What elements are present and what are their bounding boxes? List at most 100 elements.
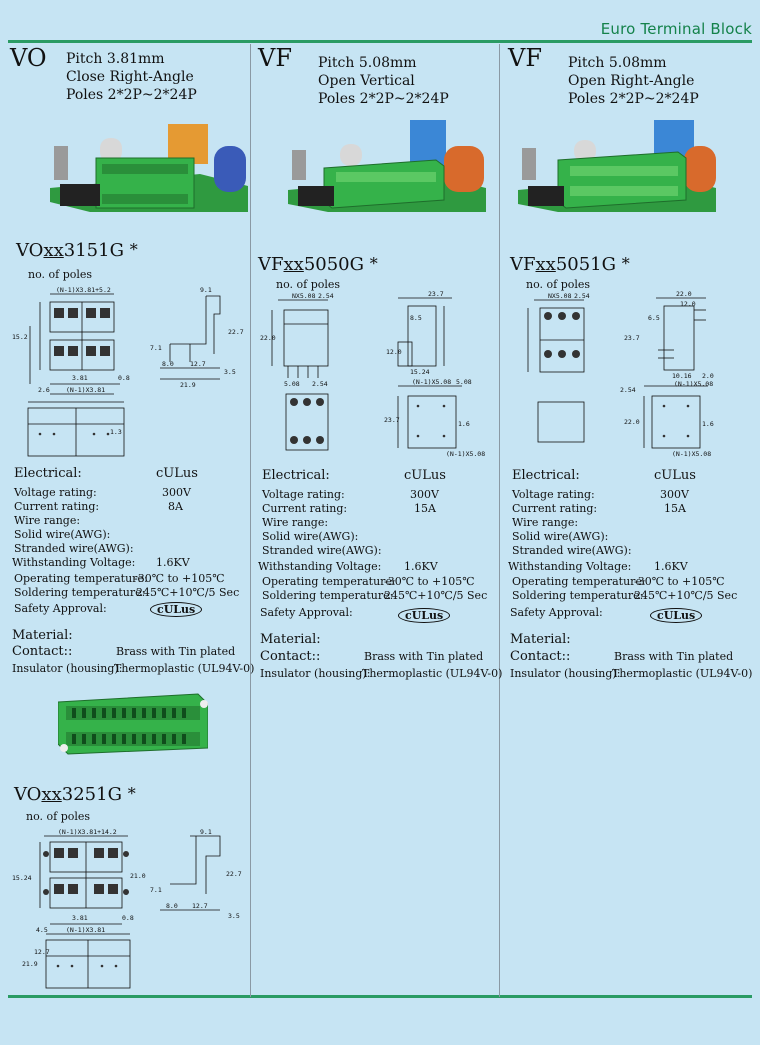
bottom-rule xyxy=(8,995,752,998)
operating-temp-label: Operating temperature: xyxy=(14,572,148,585)
series-code: VO xyxy=(10,44,47,72)
dim-b1: 3.81 xyxy=(72,374,88,382)
dim-b6: (N-1)X5.08 xyxy=(446,450,485,458)
dim-b5: 12.7 xyxy=(190,360,206,368)
current-value: 15A xyxy=(664,502,686,515)
series-code: VF xyxy=(258,44,292,72)
dimension-drawing: (N-1)X3.81+5.2 9.1 15.2 22.7 3.81 2.6 (N… xyxy=(12,286,244,457)
dim-b1: 10.16 xyxy=(672,372,692,380)
dim-h2: 12.0 xyxy=(386,348,402,356)
dim-h1: 15.2 xyxy=(12,333,28,341)
contact-value: Brass with Tin plated xyxy=(614,650,734,663)
soldering-temp-value: 245℃+10℃/5 Sec xyxy=(384,589,488,602)
dim-b2: 2.54 xyxy=(312,380,328,388)
stranded-wire-label: Stranded wire(AWG): xyxy=(262,544,382,557)
electrical-title: Electrical: xyxy=(14,466,82,481)
soldering-temp-label: Soldering temperature: xyxy=(14,586,146,599)
dim-b4: 2.54 xyxy=(620,386,636,394)
insulator-label: Insulator (housing): xyxy=(12,662,123,675)
stranded-wire-label: Stranded wire(AWG): xyxy=(512,544,632,557)
voltage-value: 300V xyxy=(162,486,191,499)
model-number-2: VOxx3251G * xyxy=(14,784,136,805)
column-divider-2 xyxy=(499,44,500,997)
soldering-temp-value: 245℃+10℃/5 Sec xyxy=(136,586,240,599)
dim-top: NX5.08 xyxy=(548,292,572,300)
dim-b2: 2.6 xyxy=(38,386,50,394)
current-value: 15A xyxy=(414,502,436,515)
dim2-b1: 3.81 xyxy=(72,914,88,922)
dim-h3: 23.7 xyxy=(384,416,400,424)
dim-d1: 12.0 xyxy=(680,300,696,308)
series-code: VF xyxy=(508,44,542,72)
dim2-b5: 12.7 xyxy=(192,902,208,910)
wire-range-label: Wire range: xyxy=(14,514,81,527)
dim-w1: 2.54 xyxy=(318,292,334,300)
dim-b7: 3.5 xyxy=(224,368,236,376)
dim-b9: 7.1 xyxy=(150,344,162,352)
wire-range-label: Wire range: xyxy=(262,516,329,529)
current-label: Current rating: xyxy=(512,502,598,515)
dim2-b10: 12.7 xyxy=(34,948,50,956)
dim2-b8: 7.1 xyxy=(150,886,162,894)
column-vo: VO Pitch 3.81mm Close Right-Angle Poles … xyxy=(10,44,254,994)
contact-label: Contact:: xyxy=(260,649,321,664)
electrical-cert: cULus xyxy=(156,466,198,481)
dim-h2: 22.7 xyxy=(228,328,244,336)
spec-poles: Poles 2*2P~2*24P xyxy=(568,91,699,107)
dim2-b3: (N-1)X3.81 xyxy=(66,926,105,934)
spec-type: Open Vertical xyxy=(318,73,415,89)
dim2-b9: 21.9 xyxy=(22,960,38,968)
dim-b4: 8.0 xyxy=(162,360,174,368)
stranded-wire-label: Stranded wire(AWG): xyxy=(14,542,134,555)
spec-pitch: Pitch 5.08mm xyxy=(568,55,667,71)
contact-value: Brass with Tin plated xyxy=(364,650,484,663)
model-number: VOxx3151G * xyxy=(16,240,138,261)
dim-b5: (N-1)X5.08 xyxy=(672,450,711,458)
withstand-label: Withstanding Voltage: xyxy=(508,560,632,573)
ul-mark: cULus xyxy=(650,608,703,623)
dim-w1: 2.54 xyxy=(574,292,590,300)
dim2-h3: 22.7 xyxy=(226,870,242,878)
spec-type: Open Right-Angle xyxy=(568,73,695,89)
dim-b2: 2.0 xyxy=(702,372,714,380)
current-label: Current rating: xyxy=(262,502,348,515)
dim-h1: 23.7 xyxy=(624,334,640,342)
insulator-label: Insulator (housing): xyxy=(260,667,371,680)
dim-d2: 1.6 xyxy=(702,420,714,428)
material-title: Material: xyxy=(12,628,73,643)
operating-temp-label: Operating temperature: xyxy=(512,575,646,588)
solid-wire-label: Solid wire(AWG): xyxy=(262,530,359,543)
safety-label: Safety Approval: xyxy=(260,606,353,619)
no-of-poles-label-2: no. of poles xyxy=(26,810,91,823)
operating-temp-value: -30℃ to +105℃ xyxy=(384,575,475,588)
dim2-b2: 4.5 xyxy=(36,926,48,934)
insulator-value: Thermoplastic (UL94V-0) xyxy=(362,667,503,680)
voltage-value: 300V xyxy=(410,488,439,501)
dimension-drawing: NX5.08 2.54 22.0 12.0 23.7 6.5 10.16 2.0… xyxy=(527,290,714,458)
voltage-label: Voltage rating: xyxy=(512,488,595,501)
dim-b10: 1.3 xyxy=(110,428,122,436)
contact-label: Contact:: xyxy=(12,644,73,659)
electrical-title: Electrical: xyxy=(512,468,580,483)
solid-wire-label: Solid wire(AWG): xyxy=(14,528,111,541)
withstand-value: 1.6KV xyxy=(404,560,438,573)
current-value: 8A xyxy=(168,500,183,513)
solid-wire-label: Solid wire(AWG): xyxy=(512,530,609,543)
model-number: VFxx5050G * xyxy=(258,254,378,275)
no-of-poles-label: no. of poles xyxy=(526,278,591,291)
spec-type: Close Right-Angle xyxy=(66,69,194,85)
dim-b3: 15.24 xyxy=(410,368,430,376)
soldering-temp-label: Soldering temperature: xyxy=(262,589,394,602)
soldering-temp-value: 245℃+10℃/5 Sec xyxy=(634,589,738,602)
dim2-h2: 21.0 xyxy=(130,872,146,880)
material-title: Material: xyxy=(260,632,321,647)
ul-mark: cULus xyxy=(398,608,451,623)
insulator-value: Thermoplastic (UL94V-0) xyxy=(114,662,255,675)
product-photo xyxy=(518,120,716,212)
electrical-title: Electrical: xyxy=(262,468,330,483)
dim-b8: 0.8 xyxy=(118,374,130,382)
spec-block: Pitch 3.81mm Close Right-Angle Poles 2*2… xyxy=(66,50,197,104)
voltage-label: Voltage rating: xyxy=(262,488,345,501)
current-label: Current rating: xyxy=(14,500,100,513)
top-rule xyxy=(8,40,752,43)
